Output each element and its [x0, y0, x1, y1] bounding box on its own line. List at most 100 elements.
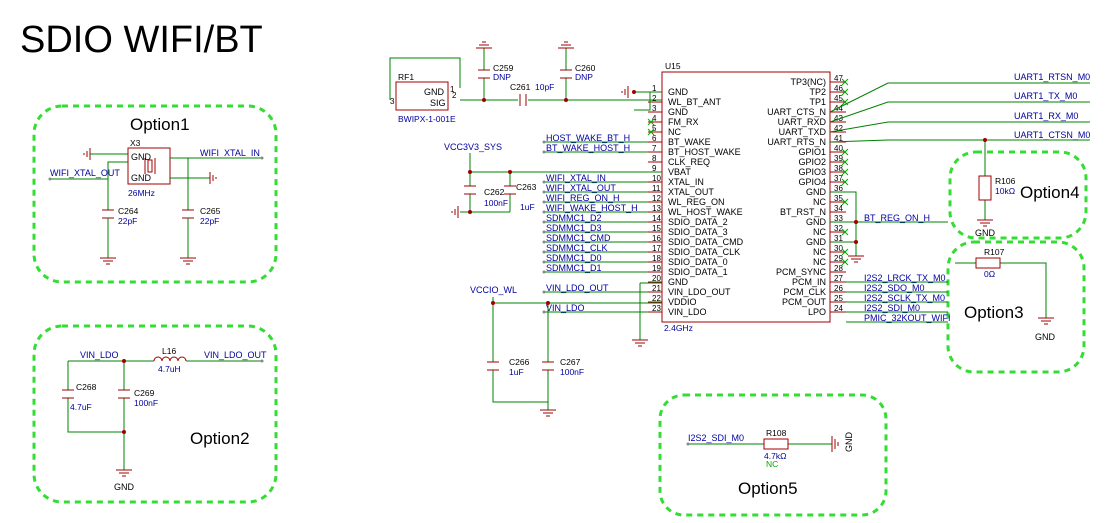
c265-ref: C265: [200, 206, 221, 216]
u15-pin-name: VDDIO: [668, 297, 697, 307]
gnd-symbol-r106: [977, 219, 993, 227]
net-endpoint: [542, 290, 546, 294]
u15-pin-number: 29: [834, 254, 843, 263]
net-label: I2S2_SDI_M0: [864, 303, 920, 313]
net-xtal-in-label: WIFI_XTAL_IN: [200, 148, 260, 158]
c268-value: 4.7uF: [70, 402, 92, 412]
net-vin-ldo-label: VIN_LDO: [80, 350, 119, 360]
c267-cap: [542, 361, 554, 371]
net-label: SDMMC1_D2: [546, 213, 602, 223]
u15-pin-name: NC: [813, 227, 826, 237]
no-connect-mark: [841, 158, 849, 166]
net-uart1-rtsn: UART1_RTSN_M0: [1014, 72, 1090, 82]
u15-pin-number: 20: [652, 274, 661, 283]
net-i2s-sdi-label: I2S2_SDI_M0: [688, 433, 744, 443]
u15-pin-name: XTAL_OUT: [668, 187, 714, 197]
rf1-part: [395, 81, 449, 111]
net-label: WIFI_XTAL_OUT: [546, 183, 616, 193]
net-endpoint: [542, 250, 546, 254]
gnd-symbol-c259: [476, 41, 492, 49]
net-endpoint: [542, 220, 546, 224]
u15-pin-name: CLK_REQ: [668, 157, 710, 167]
u15-ref: U15: [665, 61, 681, 71]
option4-label: Option4: [1020, 183, 1080, 202]
u15-pin-number: 16: [652, 234, 661, 243]
x3-gnd1: GND: [131, 152, 152, 162]
c260-ref: C260: [575, 63, 596, 73]
u15-value: 2.4GHz: [664, 323, 693, 333]
u15-pin-name: GPIO1: [798, 147, 826, 157]
u15-pin-number: 1: [652, 84, 657, 93]
c268-ref: C268: [76, 382, 97, 392]
u15-pin-number: 25: [834, 294, 843, 303]
u15-pin-name: SDIO_DATA_CMD: [668, 237, 744, 247]
no-connect-mark: [841, 228, 849, 236]
c266-cap: [487, 361, 499, 371]
net-label: SDMMC1_CLK: [546, 243, 608, 253]
gnd-symbol-vbat: [451, 206, 459, 218]
u15-pin-name: WL_BT_ANT: [668, 97, 722, 107]
net-label: I2S2_LRCK_TX_M0: [864, 273, 946, 283]
u15-pin-name: VBAT: [668, 167, 691, 177]
net-xtal-out-label: WIFI_XTAL_OUT: [50, 168, 120, 178]
c261-ref: C261: [510, 82, 531, 92]
net-label: SDMMC1_D1: [546, 263, 602, 273]
no-connect-mark: [841, 168, 849, 176]
u15-pin-number: 37: [834, 174, 843, 183]
r107-value: 0Ω: [984, 269, 995, 279]
u15-pin-number: 33: [834, 214, 843, 223]
u15-pin-number: 22: [652, 294, 661, 303]
u15-pin-name: VIN_LDO: [668, 307, 707, 317]
c259-value: DNP: [493, 72, 511, 82]
no-connect-mark: [841, 248, 849, 256]
option1-label: Option1: [130, 115, 190, 134]
u15-pin-number: 28: [834, 264, 843, 273]
u15-pin-name: GPIO2: [798, 157, 826, 167]
u15-pin-number: 27: [834, 274, 843, 283]
c263-ref: C263: [516, 182, 537, 192]
u15-pin-number: 7: [652, 144, 657, 153]
u15-pin-name: NC: [813, 197, 826, 207]
net-endpoint: [542, 270, 546, 274]
u15-pin-name: SDIO_DATA_1: [668, 267, 728, 277]
gnd-symbol-c264: [100, 257, 116, 265]
r106-resistor: [978, 175, 992, 201]
u15-pin-name: TP3(NC): [791, 77, 827, 87]
net-label: VIN_LDO: [546, 303, 585, 313]
net-uart1-ctsn: UART1_CTSN_M0: [1014, 130, 1090, 140]
gnd-symbol-vddio: [540, 409, 556, 417]
c268-cap: [62, 389, 74, 399]
u15-pin-name: UART_CTS_N: [767, 107, 826, 117]
u15-pin-name: GND: [668, 277, 689, 287]
u15-pin-number: 6: [652, 134, 657, 143]
c260-value: DNP: [575, 72, 593, 82]
net-vin-ldo-out-label: VIN_LDO_OUT: [204, 350, 267, 360]
c262-value: 100nF: [484, 198, 508, 208]
no-connect-mark: [841, 178, 849, 186]
u15-pin-name: SDIO_DATA_0: [668, 257, 728, 267]
u15-pin-number: 44: [834, 104, 843, 113]
u15-pin-number: 35: [834, 194, 843, 203]
option3-label: Option3: [964, 303, 1024, 322]
l16-inductor: [153, 356, 187, 362]
x3-value: 26MHz: [128, 188, 155, 198]
net-endpoint: [542, 150, 546, 154]
net-endpoint: [542, 260, 546, 264]
u15-pin-name: PCM_IN: [792, 277, 826, 287]
u15-pin-name: GND: [806, 237, 827, 247]
gnd-symbol-r107: [1038, 317, 1054, 325]
r106-value: 10kΩ: [995, 186, 1015, 196]
rf1-value: BWIPX-1-001E: [398, 114, 456, 124]
u15-pin-number: 39: [834, 154, 843, 163]
c266-value: 1uF: [509, 367, 524, 377]
net-endpoint: [542, 240, 546, 244]
gnd-label-r107: GND: [1035, 332, 1056, 342]
net-label: I2S2_SDO_M0: [864, 283, 925, 293]
net-endpoint: [542, 310, 546, 314]
u15-pin-number: 21: [652, 284, 661, 293]
option2-label: Option2: [190, 429, 250, 448]
u15-right-nets: BT_REG_ON_HI2S2_LRCK_TX_M0I2S2_SDO_M0I2S…: [846, 213, 951, 323]
net-label: VIN_LDO_OUT: [546, 283, 609, 293]
u15-pin-name: NC: [668, 127, 681, 137]
u15-pin-name: BT_RST_N: [780, 207, 826, 217]
